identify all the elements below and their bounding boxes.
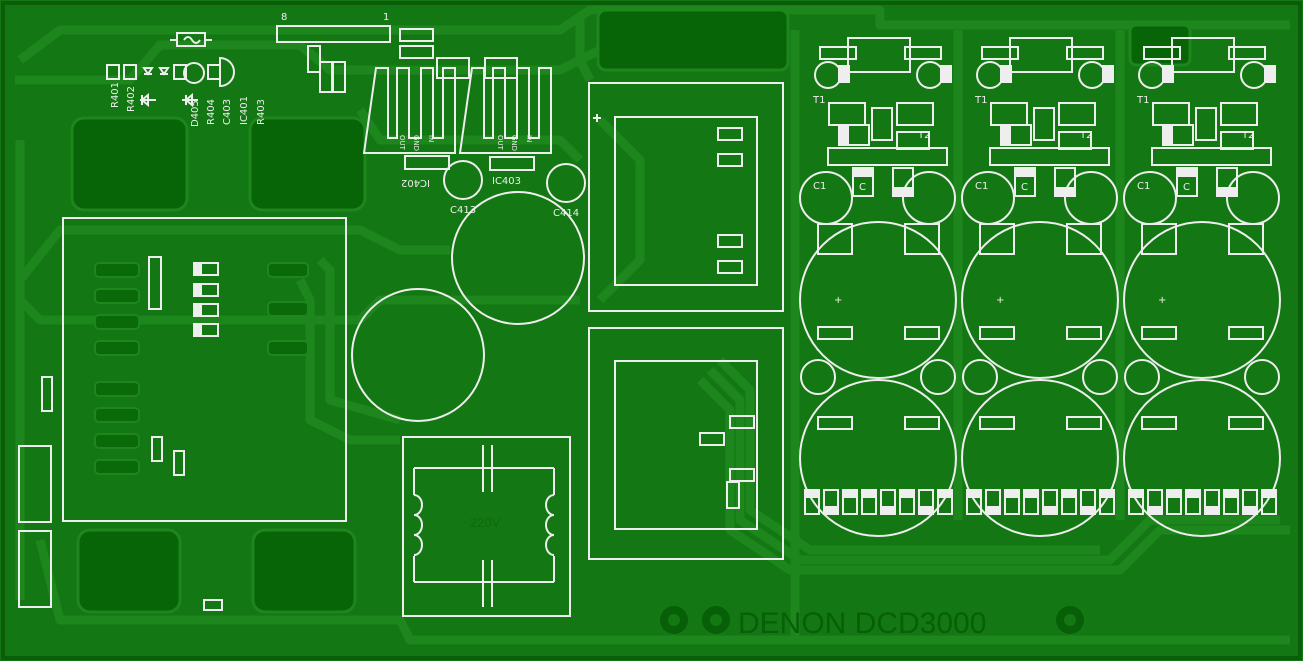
plus-mark: + — [834, 295, 842, 306]
t2-label: T2 — [1241, 130, 1254, 141]
ic403-label: IC403 — [492, 176, 521, 187]
capacitor-c414-outline — [546, 163, 586, 203]
ic403-pin-out: OUT — [496, 135, 504, 151]
electrolytic-capacitor — [451, 191, 585, 325]
label-c403: C403 — [222, 99, 233, 125]
regulator-ic403: IC403 OUT GND IN — [458, 57, 552, 187]
plus-mark: + — [1158, 295, 1166, 306]
capacitor-c413-outline — [443, 160, 483, 200]
ic403-pin-gnd: GND — [510, 135, 518, 151]
output-channel: T1 T2 C1 C + — [1123, 37, 1281, 537]
ic402-pin-out: OUT — [398, 135, 406, 151]
t2-label: T2 — [1079, 130, 1092, 141]
t1-label: T1 — [812, 95, 825, 106]
connector-pin-1-label: 1 — [383, 12, 389, 23]
ic402-pin-in: IN — [427, 135, 435, 142]
label-r401: R401 — [110, 82, 121, 108]
ic403-pin-in: IN — [525, 135, 533, 142]
output-channel: T1 T2 C1 C + — [961, 37, 1119, 537]
regulator-ic402: IC402 OUT GND IN — [362, 57, 470, 188]
label-r403: R403 — [256, 99, 267, 125]
c1-label: C1 — [813, 181, 826, 192]
c1-label: C1 — [1137, 181, 1150, 192]
mains-filter: 220V — [402, 436, 571, 617]
c-label: C — [1183, 182, 1190, 193]
t1-label: T1 — [1136, 95, 1149, 106]
ground-pours — [70, 8, 1192, 614]
c-label: C — [859, 182, 866, 193]
label-r404: R404 — [206, 99, 217, 125]
left-module — [18, 217, 347, 611]
output-channel: T1 T2 C1 C + — [799, 37, 957, 537]
ic402-label: IC402 — [401, 177, 430, 188]
plus-mark: + — [996, 295, 1004, 306]
board-logo: DENON DCD3000 — [660, 606, 1084, 640]
ic402-pin-gnd: GND — [412, 135, 420, 151]
c1-label: C1 — [975, 181, 988, 192]
label-r402: R402 — [126, 86, 137, 112]
transformer-upper — [588, 82, 784, 312]
t1-label: T1 — [974, 95, 987, 106]
filter-voltage-label: 220V — [470, 515, 501, 530]
c-label: C — [1021, 182, 1028, 193]
pin-header-connector: 8 1 — [276, 12, 434, 93]
label-d405: D405 — [190, 100, 201, 127]
input-section: R401 R402 D405 R404 C403 IC401 R403 — [106, 32, 267, 127]
label-ic401: IC401 — [239, 96, 250, 125]
t2-label: T2 — [917, 130, 930, 141]
transformer-lower — [588, 327, 784, 560]
electrolytic-capacitor — [351, 288, 485, 422]
copper-traces — [15, 5, 1290, 645]
c413-label: C413 — [450, 205, 476, 216]
connector-pin-8-label: 8 — [281, 12, 287, 23]
logo-text: DENON DCD3000 — [738, 607, 986, 640]
